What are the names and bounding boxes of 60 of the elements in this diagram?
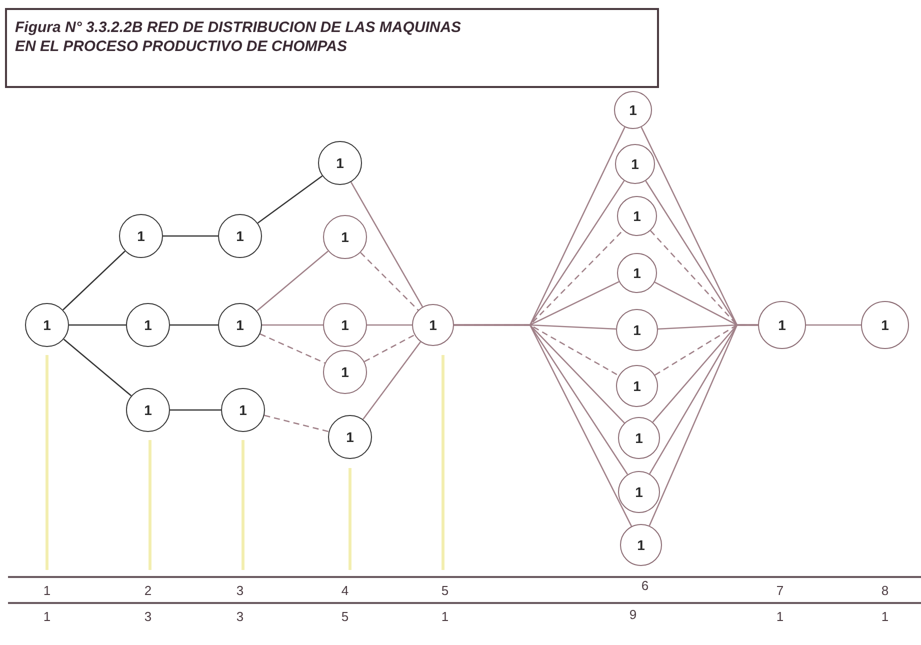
node-number: 1 xyxy=(239,403,247,417)
machine-count: 1 xyxy=(881,610,889,623)
node-number: 1 xyxy=(633,209,641,223)
machine-count: 9 xyxy=(629,608,637,621)
node-number: 1 xyxy=(881,318,889,332)
machine-count: 3 xyxy=(236,610,244,623)
column-number: 5 xyxy=(441,584,449,597)
machine-count: 1 xyxy=(441,610,449,623)
column-number: 1 xyxy=(43,584,51,597)
column-number: 8 xyxy=(881,584,889,597)
node-number: 1 xyxy=(631,157,639,171)
node-number: 1 xyxy=(429,318,437,332)
node-number: 1 xyxy=(778,318,786,332)
node-number: 1 xyxy=(635,485,643,499)
connector-line xyxy=(256,250,329,312)
connector-line xyxy=(806,324,861,326)
connector-line xyxy=(262,324,323,326)
node-number: 1 xyxy=(43,318,51,332)
machine-count: 5 xyxy=(341,610,349,623)
node-number: 1 xyxy=(637,538,645,552)
machine-count: 1 xyxy=(776,610,784,623)
connector-line xyxy=(454,324,632,527)
node-number: 1 xyxy=(633,266,641,280)
node-number: 1 xyxy=(236,318,244,332)
connector-line xyxy=(257,175,323,224)
node-number: 1 xyxy=(236,229,244,243)
connector-line xyxy=(362,342,422,420)
connector-line xyxy=(163,235,218,237)
connector-line xyxy=(170,324,218,326)
column-number: 3 xyxy=(236,584,244,597)
machine-count: 1 xyxy=(43,610,51,623)
node-number: 1 xyxy=(341,230,349,244)
connector-line xyxy=(364,334,415,362)
node-number: 1 xyxy=(144,318,152,332)
node-number: 1 xyxy=(144,403,152,417)
title: Figura N° 3.3.2.2B RED DE DISTRIBUCION DE LAS MAQUINAS EN EL PROCESO PRODUCTIVO DE CHOMPAS xyxy=(15,18,462,56)
column-number: 7 xyxy=(776,584,784,597)
node-number: 1 xyxy=(346,430,354,444)
connector-line xyxy=(62,250,126,310)
machine-count: 3 xyxy=(144,610,152,623)
node-number: 1 xyxy=(137,229,145,243)
connector-line xyxy=(360,252,419,311)
connector-line xyxy=(69,324,126,326)
connector-line xyxy=(170,409,221,411)
connector-line xyxy=(367,324,412,326)
node-number: 1 xyxy=(633,323,641,337)
node-number: 1 xyxy=(635,431,643,445)
column-number: 4 xyxy=(341,584,349,597)
connector-line xyxy=(63,338,132,396)
column-number: 6 xyxy=(641,579,649,592)
connector-line xyxy=(350,182,424,308)
node-number: 1 xyxy=(336,156,344,170)
node-number: 1 xyxy=(633,379,641,393)
node-number: 1 xyxy=(341,318,349,332)
connector-line xyxy=(260,333,326,364)
connector-line xyxy=(264,414,329,432)
node-number: 1 xyxy=(629,103,637,117)
connector-line xyxy=(648,324,758,526)
node-number: 1 xyxy=(341,365,349,379)
column-number: 2 xyxy=(144,584,152,597)
